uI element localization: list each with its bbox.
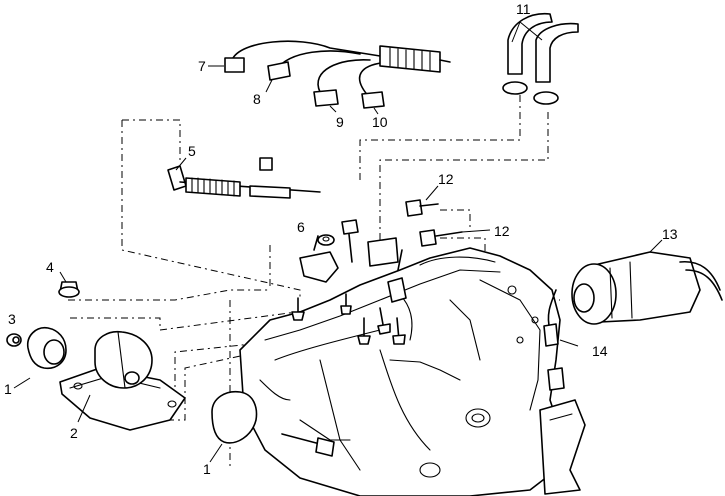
callout-13: 13: [662, 226, 678, 242]
callout-14: 14: [592, 343, 608, 359]
callout-12-lower: 12: [494, 223, 510, 239]
wiring-harness: [231, 40, 451, 99]
long-bolt: [281, 433, 335, 457]
part-6-washer: [317, 234, 335, 246]
part-14-sensor: [543, 289, 579, 347]
callout-9: 9: [336, 114, 344, 130]
callout-12-upper: 12: [438, 171, 454, 187]
callout-labels: 1 1 2 3 4 5 6 7 8 9 10 11 12 12 13 14: [4, 1, 678, 477]
callout-1-center: 1: [203, 461, 211, 477]
transmission-housing: [239, 247, 586, 496]
callout-5: 5: [188, 143, 196, 159]
part-4-cap-nut: [58, 271, 80, 298]
callout-1-left: 1: [4, 381, 12, 397]
callout-7: 7: [198, 58, 206, 74]
callout-3: 3: [8, 311, 16, 327]
part-10-connector: [361, 91, 385, 115]
callout-4: 4: [46, 259, 54, 275]
part-13-starter-motor: [571, 239, 723, 325]
callout-2: 2: [70, 425, 78, 441]
part-1-cushion-center: [209, 390, 258, 463]
callout-10: 10: [372, 114, 388, 130]
switch-fittings: [291, 219, 565, 391]
callout-11: 11: [516, 1, 531, 17]
part-9-connector: [313, 89, 339, 113]
part-11-hoses: [502, 13, 579, 105]
part-3-grommet: [6, 333, 22, 347]
part-12-bolt-lower: [419, 229, 491, 247]
callout-8: 8: [253, 91, 261, 107]
part-1-cushion-left: [13, 326, 67, 389]
part-2-mount-bracket: [59, 330, 186, 431]
part-5-shift-cable: [167, 157, 321, 199]
part-12-bolt-upper: [405, 185, 439, 217]
callout-6: 6: [297, 219, 305, 235]
part-8-connector: [265, 61, 291, 93]
part-7-connector: [208, 57, 245, 73]
